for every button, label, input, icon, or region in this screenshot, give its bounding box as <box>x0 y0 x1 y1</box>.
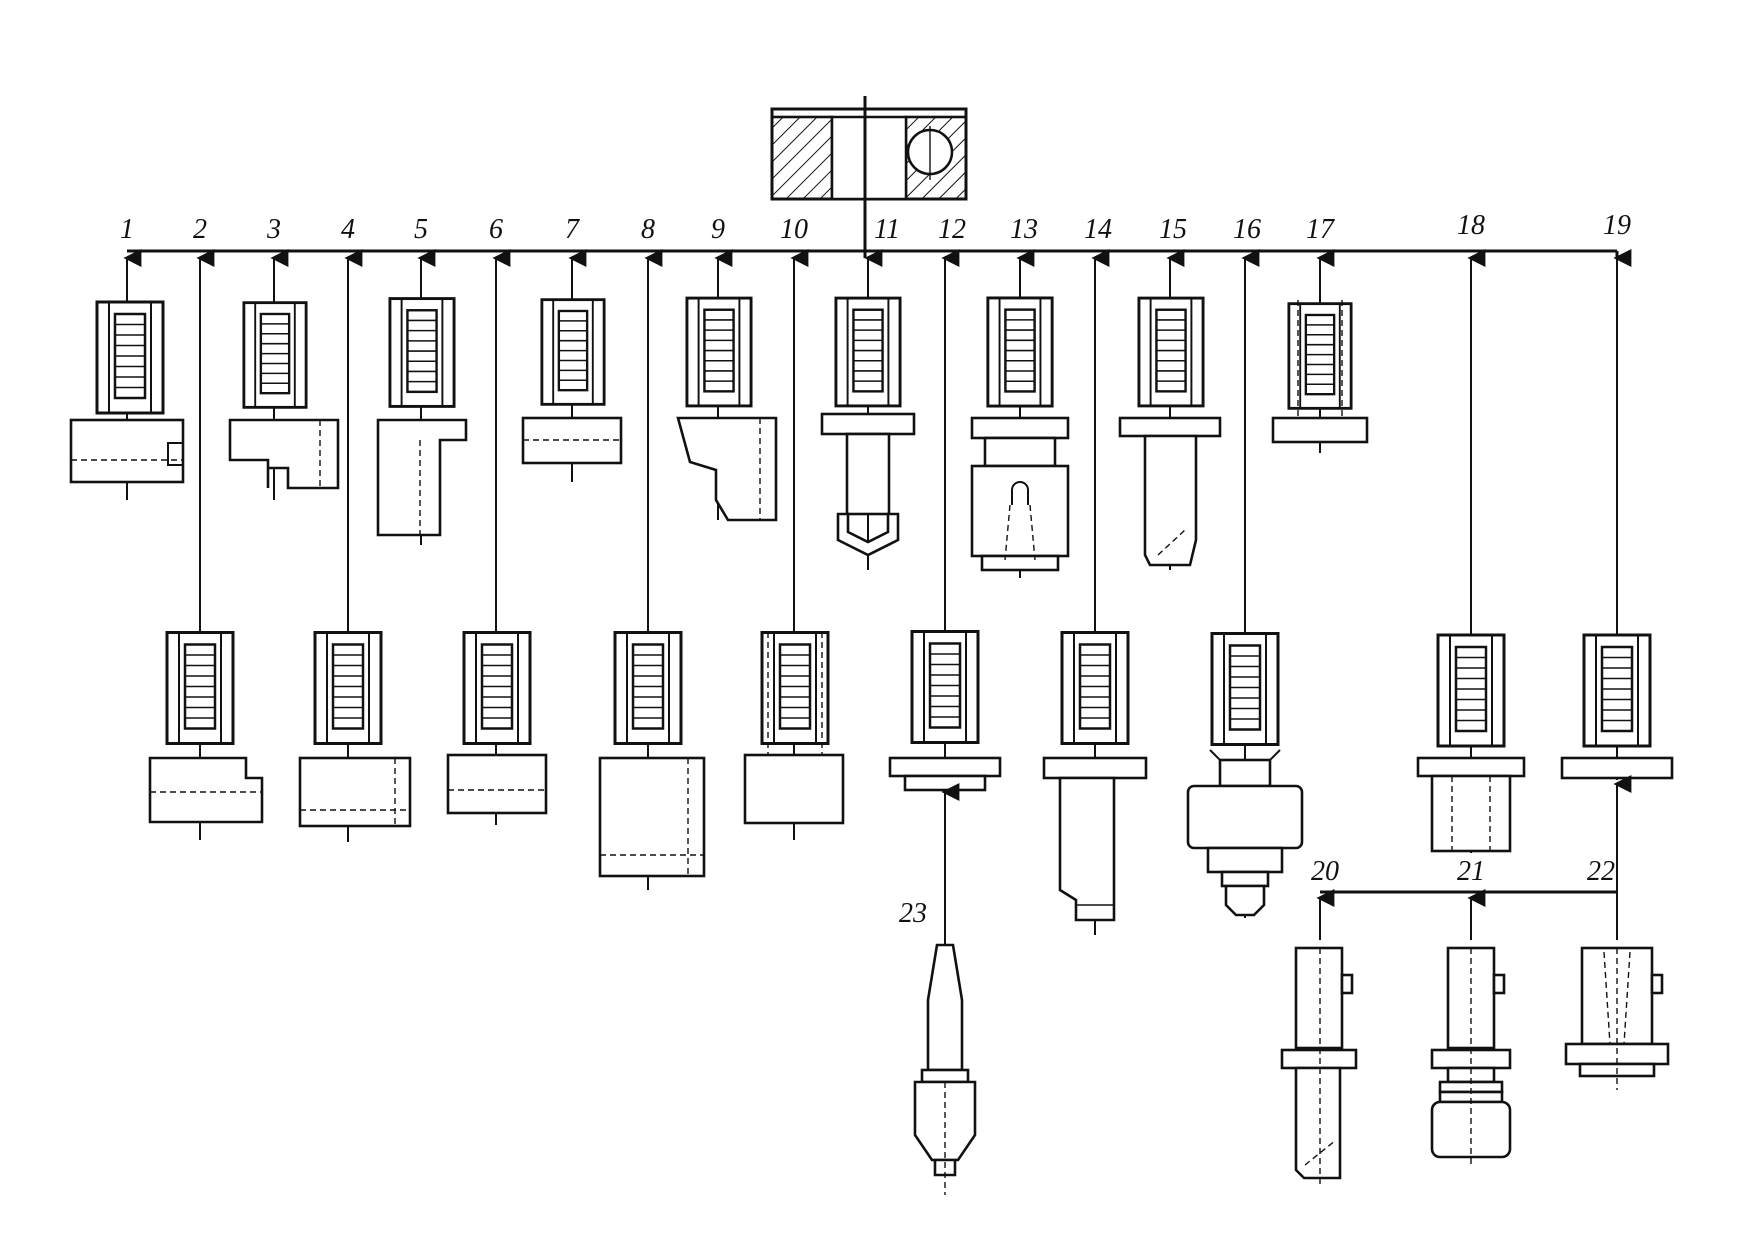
tool-block-2 <box>148 630 264 824</box>
tool-block-1 <box>69 300 185 484</box>
label-23: 23 <box>899 898 927 929</box>
tool-block-11 <box>820 296 916 557</box>
tool-block-12 <box>888 629 1002 792</box>
label-16: 16 <box>1233 214 1261 245</box>
label-3: 3 <box>266 214 281 245</box>
upper-row-tools <box>69 296 1369 572</box>
tool-block-8 <box>598 630 706 878</box>
tool-block-10 <box>743 630 845 825</box>
position-labels: 1 2 3 4 5 6 7 8 9 10 11 12 13 14 15 16 1… <box>120 210 1631 245</box>
tool-block-4 <box>298 630 412 828</box>
label-10: 10 <box>780 214 808 245</box>
label-12: 12 <box>938 214 966 245</box>
lower-row-tools <box>148 629 1674 922</box>
tool-block-14 <box>1042 630 1148 922</box>
label-8: 8 <box>641 214 655 245</box>
tool-block-17 <box>1271 300 1369 444</box>
tool-block-16 <box>1186 631 1304 917</box>
label-7: 7 <box>565 214 580 245</box>
tool-block-22 <box>1564 946 1670 1090</box>
tool-block-23: 23 <box>899 783 977 1195</box>
label-22: 22 <box>1587 856 1615 887</box>
tool-block-7 <box>521 298 623 465</box>
label-18: 18 <box>1457 210 1485 241</box>
tool-block-6 <box>446 630 548 815</box>
spindle-head <box>770 96 968 258</box>
label-2: 2 <box>193 214 207 245</box>
label-14: 14 <box>1084 214 1112 245</box>
label-5: 5 <box>414 214 428 245</box>
tool-block-5 <box>376 297 468 537</box>
label-20: 20 <box>1311 856 1339 887</box>
label-19: 19 <box>1603 210 1631 241</box>
label-9: 9 <box>711 214 725 245</box>
tool-block-13 <box>970 296 1070 572</box>
main-bus-line <box>127 249 1619 258</box>
label-4: 4 <box>341 214 355 245</box>
sub-bus-20-22: 20 21 22 <box>1311 775 1632 940</box>
tool-block-3 <box>228 301 340 490</box>
label-21: 21 <box>1457 856 1485 887</box>
label-17: 17 <box>1306 214 1335 245</box>
label-15: 15 <box>1159 214 1187 245</box>
label-6: 6 <box>489 214 503 245</box>
tool-block-20 <box>1280 946 1358 1185</box>
label-11: 11 <box>874 214 900 245</box>
label-13: 13 <box>1010 214 1038 245</box>
tool-block-15 <box>1118 296 1222 567</box>
tool-block-9 <box>676 296 778 522</box>
label-1: 1 <box>120 214 134 245</box>
tool-block-18 <box>1416 633 1526 853</box>
tool-block-21 <box>1430 946 1512 1165</box>
